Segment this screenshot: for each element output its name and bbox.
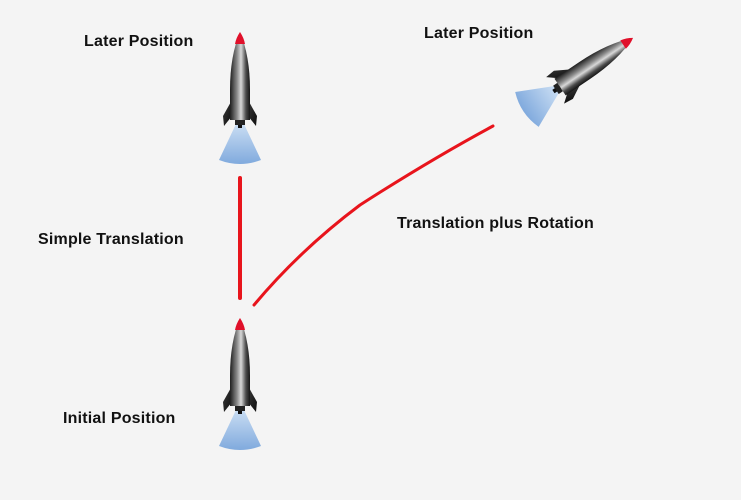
simple-translation-label: Simple Translation — [38, 231, 184, 248]
translation-plus-rotation-label: Translation plus Rotation — [397, 215, 595, 232]
later-position-right-label: Later Position — [424, 25, 534, 42]
rocket-icon-later-left — [219, 32, 261, 164]
rocket-icon-initial — [219, 318, 261, 450]
translation-rotation-path — [252, 124, 495, 307]
later-position-left-label: Later Position — [84, 33, 194, 50]
initial-position-label: Initial Position — [63, 410, 176, 427]
